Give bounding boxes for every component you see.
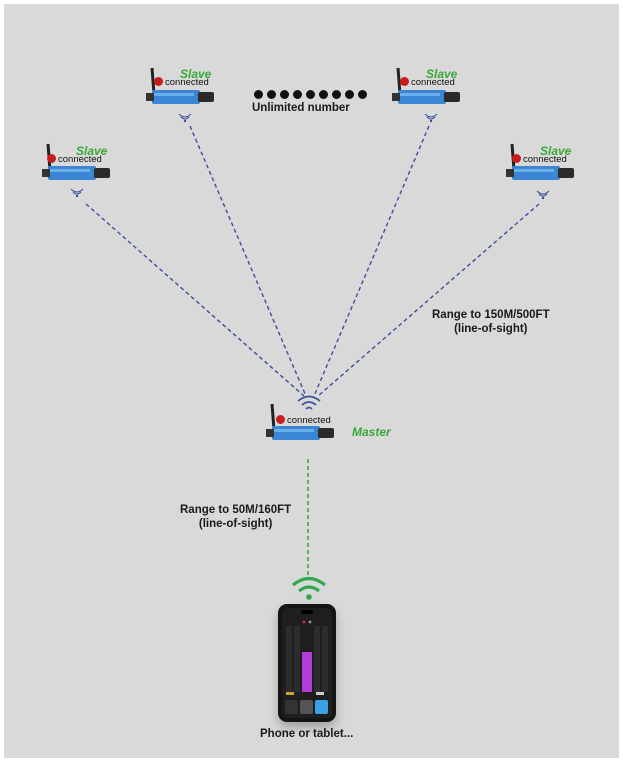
status-2: connected (154, 77, 209, 88)
signal-waves-icon (536, 190, 550, 200)
wireless-dmx-transceiver-icon (392, 67, 460, 104)
slave-label-3: Slave (426, 67, 458, 81)
status-dot (276, 415, 285, 424)
phone-screen (282, 608, 332, 718)
signal-waves-icon (178, 113, 192, 123)
signal-waves-icon (70, 188, 84, 198)
wireless-dmx-transceiver-icon (146, 67, 214, 104)
status-text: connected (58, 154, 102, 165)
slave-device-4 (502, 140, 582, 200)
wifi-icon (291, 576, 327, 600)
status-3: connected (400, 77, 455, 88)
master-device (262, 400, 342, 460)
wireless-dmx-transceiver-icon (506, 143, 574, 180)
smartphone-icon (278, 604, 336, 722)
slave-range-line-2: (line-of-sight) (454, 323, 528, 335)
unlimited-number-label: Unlimited number (252, 102, 350, 114)
master-range-line-1: Range to 50M/160FT (180, 504, 292, 516)
wireless-dmx-transceiver-icon (266, 403, 334, 440)
slave-label-1: Slave (76, 144, 108, 158)
status-4: connected (512, 154, 567, 165)
master-label: Master (352, 425, 391, 439)
link-slave-3 (313, 125, 430, 397)
connection-lines (85, 125, 540, 576)
link-slave-1 (85, 203, 305, 397)
status-text: connected (287, 415, 331, 426)
status-dot (400, 77, 409, 86)
slave-device-3 (388, 64, 468, 124)
status-text: connected (411, 77, 455, 88)
link-slave-4 (317, 203, 540, 397)
status-dot (154, 77, 163, 86)
master-status: connected (276, 415, 331, 426)
slave-range-label: Range to 150M/500FT (line-of-sight) (432, 308, 550, 336)
phone-label: Phone or tablet... (260, 728, 354, 740)
ellipsis-dots (254, 90, 367, 99)
network-diagram: Slave connected Slave connected Slave (4, 4, 619, 758)
status-text: connected (523, 154, 567, 165)
dmx-app-ui (282, 608, 332, 718)
signal-waves-icon (424, 113, 438, 123)
master-range-label: Range to 50M/160FT (line-of-sight) (180, 503, 291, 531)
slave-device-2 (142, 64, 222, 124)
slave-label-4: Slave (540, 144, 572, 158)
master-range-line-2: (line-of-sight) (198, 518, 273, 530)
status-dot (47, 154, 56, 163)
wifi-icon (297, 395, 321, 410)
status-text: connected (165, 77, 209, 88)
status-1: connected (47, 154, 102, 165)
link-slave-2 (189, 125, 307, 397)
slave-range-line-1: Range to 150M/500FT (432, 309, 550, 321)
slave-label-2: Slave (180, 67, 212, 81)
status-dot (512, 154, 521, 163)
